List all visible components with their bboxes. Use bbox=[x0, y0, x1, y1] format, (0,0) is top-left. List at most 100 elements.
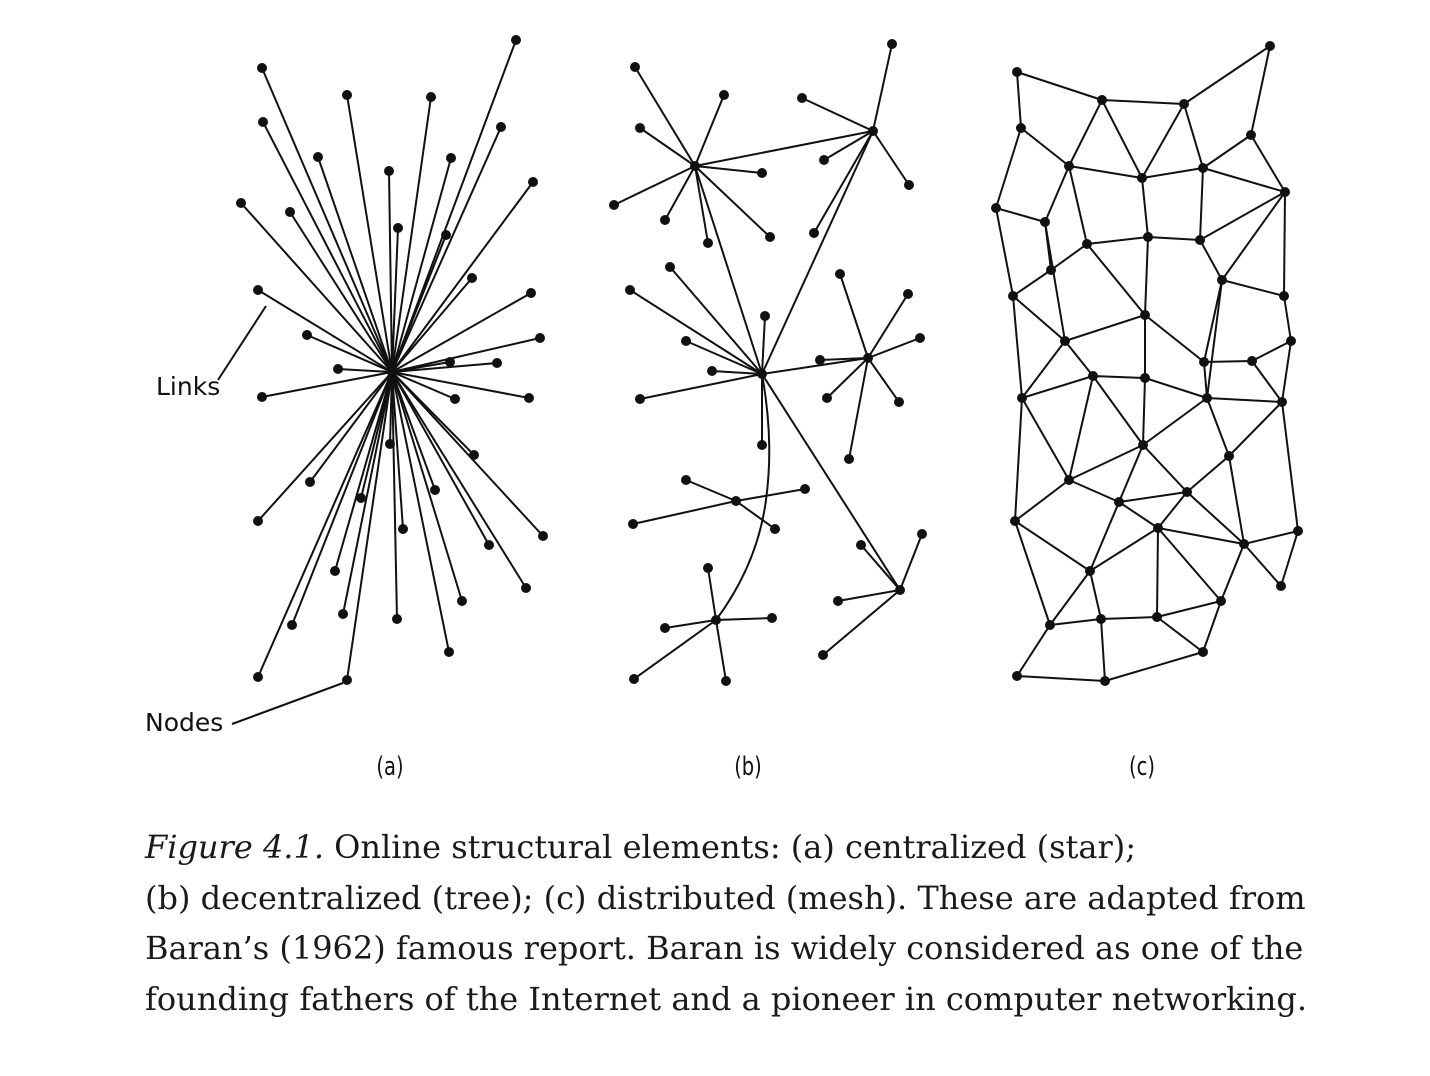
mesh-link bbox=[1221, 191, 1286, 281]
tree-hub-node bbox=[863, 353, 873, 363]
tree-node bbox=[628, 519, 638, 529]
tree-link bbox=[867, 337, 921, 359]
mesh-link bbox=[1243, 530, 1299, 545]
mesh-link bbox=[1203, 361, 1208, 399]
star-node bbox=[444, 647, 454, 657]
tree-node bbox=[630, 62, 640, 72]
tree-hub-node bbox=[757, 369, 767, 379]
mesh-link bbox=[1203, 360, 1253, 363]
star-node bbox=[392, 614, 402, 624]
mesh-node bbox=[1100, 676, 1110, 686]
mesh-link bbox=[1100, 618, 1106, 682]
star-node bbox=[441, 230, 451, 240]
star-node bbox=[285, 207, 295, 217]
star-link bbox=[334, 371, 393, 572]
mesh-link bbox=[1142, 444, 1188, 493]
mesh-link bbox=[1089, 501, 1120, 572]
mesh-link bbox=[1014, 520, 1051, 626]
tree-node bbox=[635, 123, 645, 133]
mesh-link bbox=[1068, 479, 1120, 503]
figure-number: Figure 4.1. bbox=[145, 828, 324, 866]
mesh-link bbox=[1157, 527, 1245, 545]
mesh-node bbox=[1247, 356, 1257, 366]
mesh-link bbox=[1089, 527, 1159, 572]
star-link bbox=[309, 371, 393, 483]
tree-node bbox=[903, 289, 913, 299]
tree-node bbox=[915, 333, 925, 343]
mesh-link bbox=[1049, 618, 1102, 626]
star-node bbox=[426, 92, 436, 102]
star-node bbox=[430, 485, 440, 495]
tree-link bbox=[823, 130, 874, 161]
mesh-node bbox=[1153, 523, 1163, 533]
tree-link bbox=[632, 500, 737, 525]
tree-link bbox=[761, 357, 869, 375]
tree-node bbox=[917, 529, 927, 539]
star-link bbox=[391, 39, 517, 373]
mesh-link bbox=[1202, 167, 1286, 193]
tree-node bbox=[822, 393, 832, 403]
star-link bbox=[346, 94, 393, 373]
mesh-node bbox=[1198, 647, 1208, 657]
tree-link bbox=[715, 619, 727, 682]
star-link bbox=[391, 292, 532, 373]
tree-node bbox=[719, 90, 729, 100]
mesh-link bbox=[1250, 45, 1271, 136]
star-node bbox=[384, 166, 394, 176]
mesh-link bbox=[1156, 527, 1159, 618]
star-node bbox=[236, 198, 246, 208]
sublabel-c: (c) bbox=[1129, 752, 1155, 782]
mesh-link bbox=[1016, 71, 1022, 129]
star-link bbox=[240, 202, 393, 373]
tree-link bbox=[694, 165, 763, 375]
caption-line-3: Baran’s (1962) famous report. Baran is w… bbox=[145, 929, 1304, 967]
tree-link bbox=[801, 97, 874, 132]
mesh-node bbox=[1096, 614, 1106, 624]
mesh-link bbox=[1147, 236, 1201, 241]
star-link bbox=[391, 371, 490, 546]
mesh-link bbox=[1141, 103, 1185, 179]
tree-node bbox=[625, 285, 635, 295]
star-link bbox=[262, 121, 393, 373]
star-node bbox=[330, 566, 340, 576]
mesh-link bbox=[1104, 651, 1204, 682]
mesh-link bbox=[1016, 71, 1103, 101]
mesh-link bbox=[1100, 616, 1158, 620]
tree-link bbox=[735, 488, 806, 502]
star-link bbox=[337, 368, 393, 373]
mesh-link bbox=[1183, 45, 1271, 105]
tree-node bbox=[681, 336, 691, 346]
mesh-node bbox=[1046, 265, 1056, 275]
mesh-link bbox=[1014, 520, 1091, 572]
star-link bbox=[391, 362, 498, 373]
star-node bbox=[526, 288, 536, 298]
star-link bbox=[391, 96, 432, 373]
mesh-link bbox=[1089, 570, 1102, 620]
star-node bbox=[535, 333, 545, 343]
caption-line-2: (b) decentralized (tree); (c) distribute… bbox=[145, 878, 1306, 917]
mesh-link bbox=[1049, 570, 1091, 626]
mesh-node bbox=[1224, 451, 1234, 461]
mesh-link bbox=[1021, 375, 1094, 399]
star-link bbox=[391, 371, 456, 400]
tree-link bbox=[761, 315, 766, 375]
tree-link bbox=[848, 357, 869, 460]
tree-node bbox=[767, 613, 777, 623]
star-link bbox=[391, 371, 544, 537]
tree-link bbox=[639, 127, 696, 167]
mesh-link bbox=[1281, 401, 1299, 532]
mesh-link bbox=[1012, 269, 1052, 297]
mesh-link bbox=[1086, 236, 1149, 245]
star-link bbox=[391, 234, 447, 373]
mesh-link bbox=[1012, 295, 1066, 342]
mesh-node bbox=[1088, 371, 1098, 381]
tree-link bbox=[761, 130, 874, 375]
mesh-node bbox=[1114, 497, 1124, 507]
star-link bbox=[391, 227, 399, 373]
tree-node bbox=[757, 440, 767, 450]
tree-node bbox=[815, 355, 825, 365]
mesh-link bbox=[995, 127, 1022, 209]
tree-link bbox=[629, 289, 763, 375]
mesh-node bbox=[1064, 475, 1074, 485]
star-node bbox=[445, 357, 455, 367]
